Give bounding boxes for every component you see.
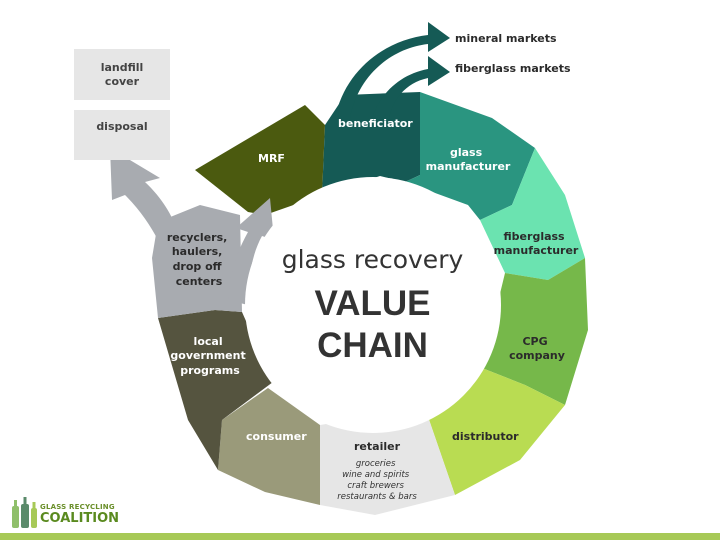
retailer-label: retailer [354,440,401,453]
mineral-markets-label: mineral markets [455,32,557,45]
arrow-to-disposal [110,148,178,240]
center-title-value: VALUE [314,284,431,323]
distributor-label: distributor [452,430,519,443]
center-circle [245,177,501,433]
beneficiator-label: beneficiator [338,117,413,130]
disposal-box: disposal [74,110,170,160]
fiberglass-markets-label: fiberglass markets [455,62,571,75]
local-government-label: local government programs [170,335,249,377]
segment-consumer [218,388,320,505]
landfill-label: landfill [100,60,144,74]
segment-glass-manufacturer [405,92,535,220]
segment-retailer [320,408,455,515]
retailer-examples: groceries wine and spirits craft brewers… [337,459,417,502]
bottom-bar [0,533,720,540]
cpg-company-label: CPG company [509,335,565,362]
segment-cpg-company [482,258,588,405]
bottle-icon-1 [12,506,19,528]
recyclers-label: recyclers, haulers, drop off centers [167,231,231,288]
center-title-chain: CHAIN [317,326,428,365]
disposal-label: disposal [96,120,148,133]
segment-fiberglass-manufacturer [480,148,585,280]
logo-line-2: COALITION [40,511,120,526]
arrow-mineral-markets [335,22,450,118]
cover-label: cover [104,74,140,88]
glass-manufacturer-label: glass manufacturer [426,146,511,173]
arrow-from-mrf [228,198,274,305]
mrf-label: MRF [258,152,285,165]
landfill-cover-box: landfill cover [74,49,170,100]
fiberglass-manufacturer-label: fiberglass manufacturer [494,230,579,257]
segment-mrf [195,105,325,215]
segment-distributor [425,368,565,495]
center-title-subtitle: glass recovery [281,245,464,274]
bottle-icon-3 [31,508,37,528]
consumer-label: consumer [246,430,307,443]
segment-local-government [158,310,273,470]
glass-recycling-coalition-logo [12,497,37,528]
center-title-main: VALUE CHAIN [270,283,475,367]
logo-line-1: GLASS RECYCLING [40,503,115,511]
arrow-fiberglass-markets [372,56,450,122]
bottle-icon-2 [21,504,29,528]
